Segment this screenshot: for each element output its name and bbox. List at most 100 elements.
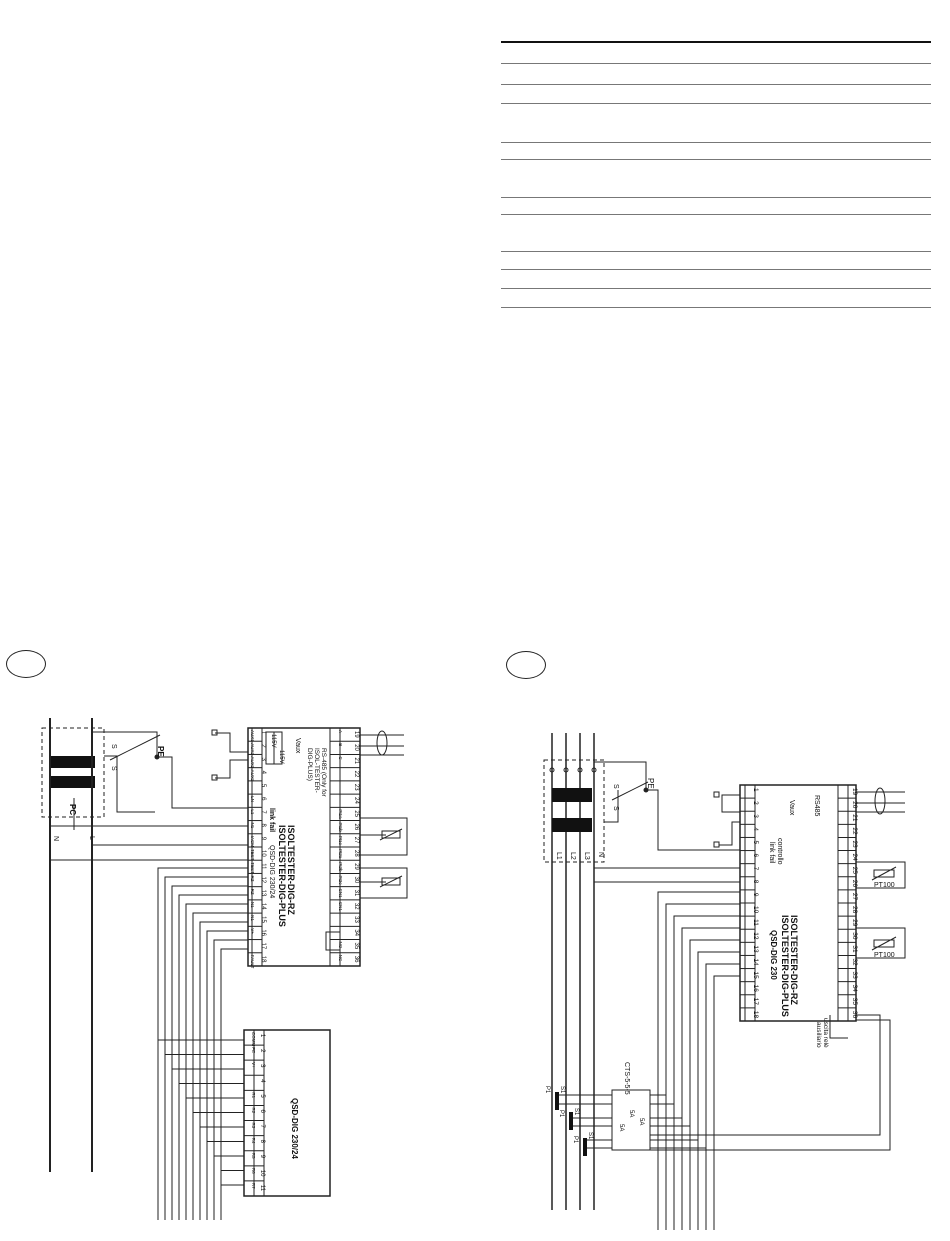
terminal-number: 16: [260, 929, 266, 936]
terminal-pin: R6: [251, 1168, 256, 1174]
s-label: S: [110, 766, 117, 771]
device-model: QSD-DIG 230/24: [268, 845, 275, 898]
terminal-number: 8: [260, 824, 266, 828]
transformer-core: [51, 756, 95, 768]
wire: [206, 930, 248, 1220]
terminal-number: 32: [353, 903, 359, 910]
terminal-number: 17: [752, 998, 759, 1006]
aux-terminal: [211, 774, 218, 781]
terminal-pin: V+: [250, 928, 255, 934]
terminal-number: 30: [851, 932, 858, 940]
device-model: QSD-DIG 230: [769, 930, 778, 980]
s-label: S: [612, 784, 619, 789]
terminal-pin: Pt2c: [338, 875, 343, 885]
terminal-number: 1: [259, 1034, 265, 1038]
terminal-labels-top: 192021222324252627282930313233343536ABCP…: [338, 730, 359, 963]
cts-rating: 5A: [618, 1124, 624, 1131]
rs485-note-3: DIG-PLUS): [306, 748, 313, 781]
terminal-pin: R2: [251, 1107, 256, 1113]
table-rule: [501, 63, 931, 64]
wire: [157, 867, 248, 1220]
terminal-number: 10: [752, 906, 759, 914]
wire: [705, 963, 740, 1230]
cable-bundle: [157, 867, 248, 1220]
terminal-pin: AUX1: [250, 730, 255, 742]
cable-bundle: [650, 891, 740, 1230]
terminal-number: 2: [752, 801, 759, 805]
terminal-number: 22: [851, 827, 858, 835]
table-rule: [501, 103, 931, 104]
wire: [650, 1019, 891, 1151]
language-badge-right: [506, 651, 546, 679]
terminal-number: 10: [260, 850, 266, 857]
table-rule: [501, 159, 931, 160]
terminal-ticks: [244, 1029, 264, 1197]
pt100-arrow: [379, 875, 403, 888]
terminal-number: 21: [851, 814, 858, 822]
s1-label: S1: [559, 1086, 565, 1094]
terminal-number: 31: [851, 945, 858, 953]
terminal-number: 18: [752, 1011, 759, 1019]
terminal-number: 7: [752, 867, 759, 871]
terminal-number: 2: [260, 744, 266, 748]
terminal-pin: Pt1c: [338, 836, 343, 846]
pt100-loop: [360, 817, 408, 856]
p1-label: P1: [544, 1086, 550, 1094]
p1-label: P1: [572, 1136, 578, 1144]
terminal-ticks: [740, 784, 856, 1022]
wire: [673, 915, 740, 1230]
terminal-pin: L1: [250, 809, 255, 815]
link-fail-label: link fail: [268, 808, 275, 832]
wire: [192, 912, 248, 1220]
terminal-pin: CN1: [338, 889, 343, 898]
pt100-label: PT100: [874, 882, 895, 889]
aux-terminal: [713, 791, 720, 798]
relay-contact: [829, 1015, 848, 1039]
wire: [689, 939, 740, 1230]
terminal-pin: N1: [250, 823, 255, 829]
terminal-number: 34: [851, 985, 858, 993]
terminal-pin: AUX2: [250, 770, 255, 782]
terminal-number: 10: [259, 1170, 265, 1177]
wire: [646, 789, 740, 851]
terminal-pin: TEST: [250, 849, 255, 861]
terminal-number: 28: [353, 850, 359, 857]
terminal-number: 17: [260, 943, 266, 950]
tap: [591, 767, 597, 773]
relay-contact: [325, 931, 340, 951]
wire: [215, 732, 248, 753]
device-title-1: ISOLTESTER-DIG-RZ: [286, 825, 296, 915]
terminal-number: 7: [259, 1125, 265, 1129]
wire: [604, 790, 619, 823]
terminal-number: 5: [259, 1094, 265, 1098]
terminal-pin: R4: [251, 1138, 256, 1144]
transformer-box: [41, 727, 105, 818]
terminal-number: 6: [752, 854, 759, 858]
terminal-pin: NC: [338, 955, 343, 962]
pt100-arrow: [871, 866, 897, 881]
terminal-number: 3: [752, 814, 759, 818]
terminal-number: 34: [353, 929, 359, 936]
terminal-number: 19: [353, 731, 359, 738]
transformer-core: [552, 818, 592, 832]
terminal-pin: N1: [250, 902, 255, 908]
terminal-number: 29: [353, 863, 359, 870]
terminal-number: 24: [851, 854, 858, 862]
l1-label: L1: [555, 852, 562, 860]
terminal-number: 5: [260, 784, 266, 788]
terminal-number: 12: [752, 932, 759, 940]
pt100-label: PT100: [874, 952, 895, 959]
table-rule: [501, 84, 931, 85]
terminal-number: 9: [259, 1155, 265, 1159]
terminal-number: 13: [260, 890, 266, 897]
terminal-number: 7: [260, 810, 266, 814]
uscita-label-1: uscita relè: [822, 1018, 829, 1048]
terminal-pin: Pt2b: [338, 862, 343, 872]
terminal-number: 20: [353, 744, 359, 751]
terminal-number: 4: [260, 771, 266, 775]
terminal-number: 15: [260, 916, 266, 923]
